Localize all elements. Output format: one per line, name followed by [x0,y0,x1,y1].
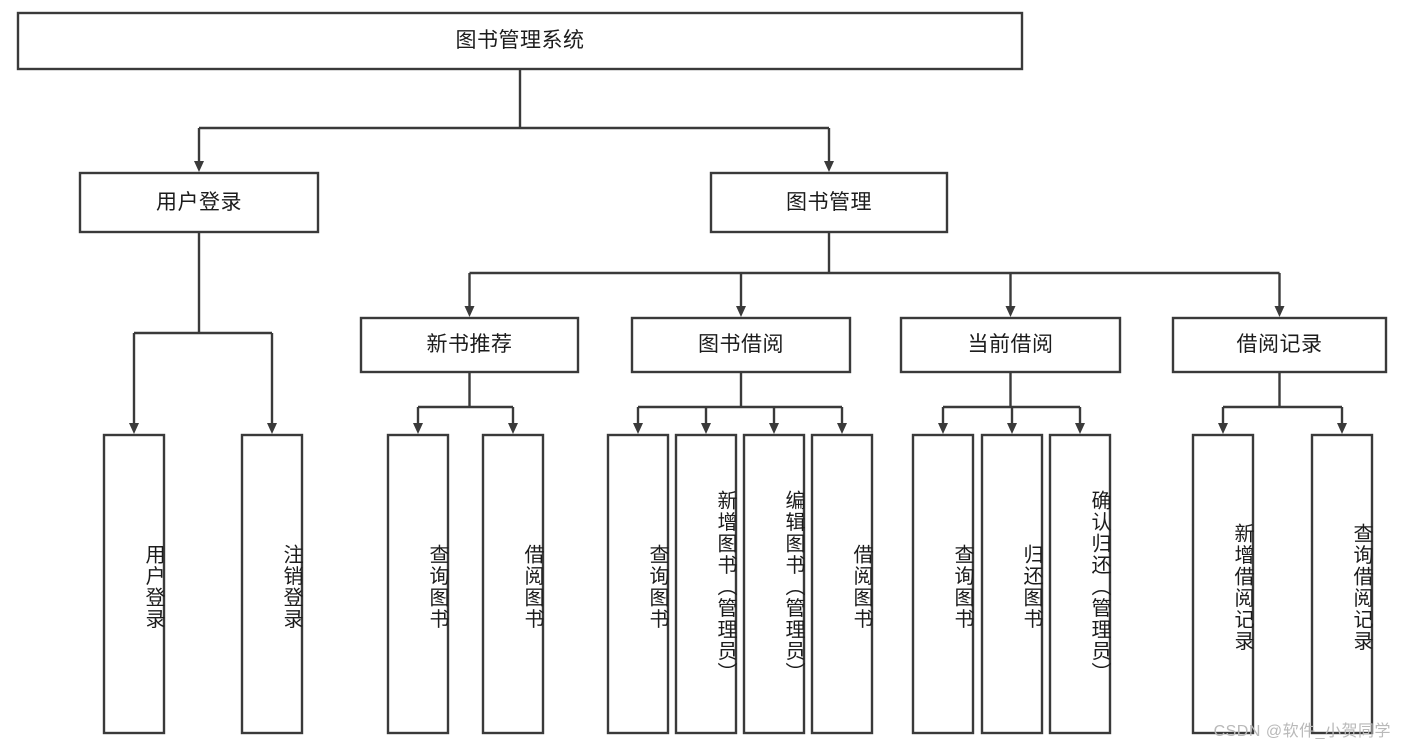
csdn-watermark: CSDN @软件_小贺同学 [1213,723,1391,740]
node-box-leaf-confirm-return [1048,433,1112,735]
node-box-leaf-add-record [1191,433,1255,735]
node-box-borrow-record [1171,316,1388,374]
node-box-leaf-borrow-book-2 [810,433,874,735]
node-box-leaf-return-book [980,433,1044,735]
node-box-new-book-recommend [359,316,580,374]
node-box-leaf-query-record [1310,433,1374,735]
node-box-leaf-query-book-1 [386,433,450,735]
node-box-leaf-query-book-2 [606,433,670,735]
node-box-leaf-edit-book [742,433,806,735]
node-box-leaf-borrow-book-1 [481,433,545,735]
node-box-user-login [78,171,320,234]
node-box-leaf-user-logout [240,433,304,735]
node-box-book-manage [709,171,949,234]
node-box-book-borrow [630,316,852,374]
node-box-leaf-add-book [674,433,738,735]
node-box-current-borrow [899,316,1122,374]
node-box-leaf-query-book-3 [911,433,975,735]
edges-layer [129,69,1347,434]
node-box-leaf-user-login [102,433,166,735]
boxes-layer [16,11,1388,735]
node-box-root [16,11,1024,71]
